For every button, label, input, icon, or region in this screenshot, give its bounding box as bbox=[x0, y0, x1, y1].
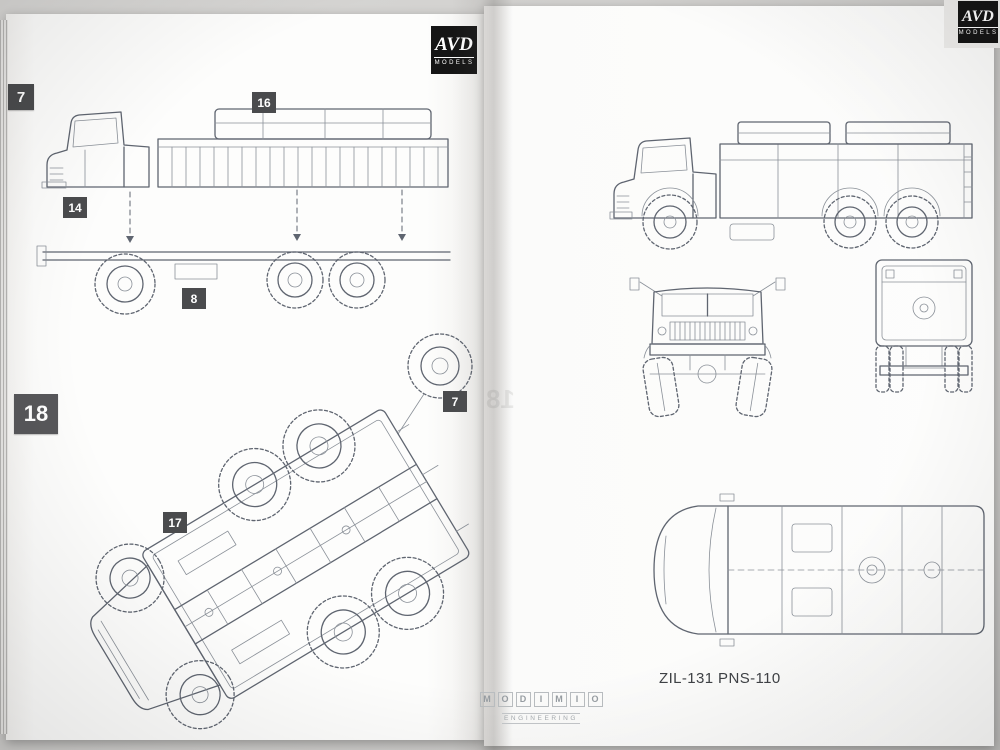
modimio-letter: D bbox=[515, 692, 531, 707]
part-callout-14: 14 bbox=[63, 197, 87, 218]
model-caption: ZIL-131 PNS-110 bbox=[659, 670, 781, 687]
avd-corner-logo-subtext: MODELS bbox=[957, 27, 999, 36]
truck-side-and-chassis-drawing bbox=[36, 108, 451, 315]
step-badge-7: 7 bbox=[8, 84, 34, 110]
modimio-letter: I bbox=[533, 692, 549, 707]
modimio-logo: M O D I M I O ENGINEERING bbox=[477, 692, 605, 725]
modimio-letter: O bbox=[587, 692, 603, 707]
avd-corner-logo-text: AVD bbox=[962, 8, 994, 25]
truck-side-view-drawing bbox=[609, 121, 973, 250]
modimio-logo-letters: M O D I M I O bbox=[477, 692, 605, 707]
page-stack-edge bbox=[0, 20, 8, 734]
part-callout-17: 17 bbox=[163, 512, 187, 533]
modimio-letter: I bbox=[569, 692, 585, 707]
avd-logo-subtext: MODELS bbox=[433, 56, 475, 66]
avd-models-logo: AVD MODELS bbox=[431, 26, 477, 74]
right-page bbox=[484, 6, 994, 746]
truck-front-view-drawing bbox=[629, 277, 786, 418]
modimio-letter: O bbox=[497, 692, 513, 707]
modimio-letter: M bbox=[479, 692, 495, 707]
left-page bbox=[6, 14, 484, 740]
modimio-logo-subtext: ENGINEERING bbox=[501, 713, 581, 724]
modimio-letter: M bbox=[551, 692, 567, 707]
avd-corner-logo: AVD MODELS bbox=[957, 1, 999, 43]
part-callout-16: 16 bbox=[252, 92, 276, 113]
part-callout-8: 8 bbox=[182, 288, 206, 309]
show-through-ghost-text: 18 bbox=[486, 384, 515, 414]
truck-underside-isometric-drawing bbox=[90, 409, 470, 730]
truck-top-view-drawing bbox=[653, 493, 985, 647]
truck-rear-view-drawing bbox=[875, 259, 973, 393]
avd-logo-text: AVD bbox=[435, 33, 473, 55]
step-badge-18: 18 bbox=[14, 394, 58, 434]
spare-wheel-drawing bbox=[397, 333, 473, 435]
part-callout-7: 7 bbox=[443, 391, 467, 412]
